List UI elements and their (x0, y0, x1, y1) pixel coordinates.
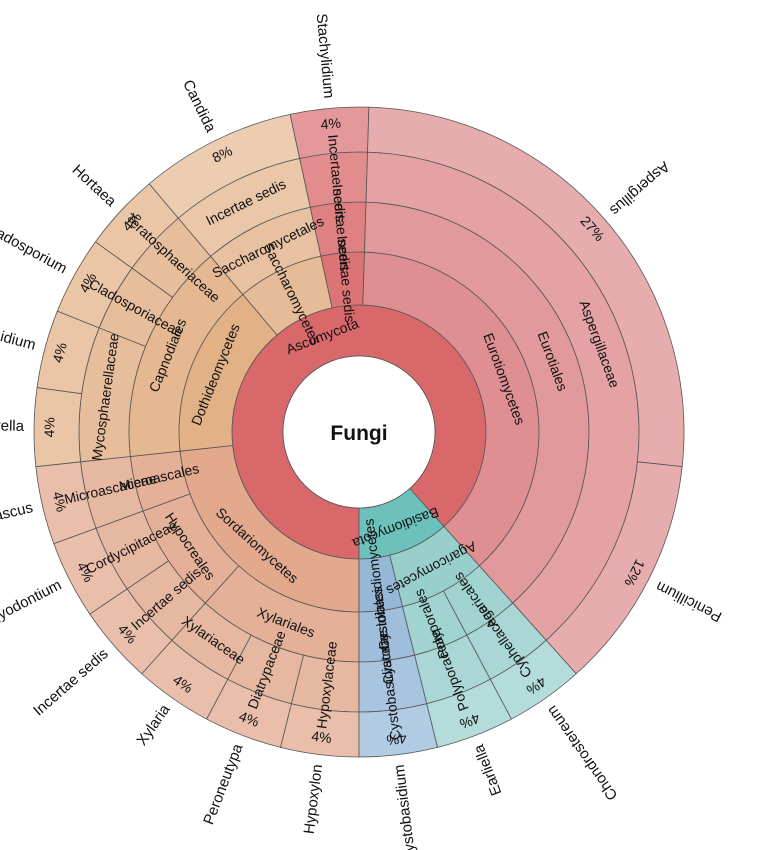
leaf-label-peroneutypa: Peroneutypa (200, 741, 247, 827)
wedge-label-incertae-sedis: Incertae sedis (334, 235, 358, 323)
leaf-label-xylaria: Xylaria (133, 701, 174, 749)
leaf-label-zasmidium: Zasmidium (0, 319, 38, 354)
leaf-label-microascus: Microascus (0, 499, 35, 533)
leaf-label-mycosphaerella: Mycosphaerella (0, 416, 25, 435)
wedge-label-incertae-sedis: Incertae sedis (330, 184, 354, 272)
chart-title: Fungi (330, 422, 387, 445)
leaf-label-stachylidium: Stachylidium (313, 13, 338, 99)
percent-label-mycosphaerella: 4% (41, 417, 57, 437)
wedge-label-incertae-sedis: Incertae sedis (325, 134, 349, 222)
percent-label-zasmidium: 4% (49, 341, 70, 365)
percent-label-hypoxylon: 4% (311, 728, 333, 746)
leaf-label-aspergillus: Aspergillus (606, 158, 672, 219)
leaf-label-candida: Candida (179, 77, 219, 135)
percent-label-microascus: 4% (50, 490, 70, 513)
leaf-label-parengyodontium: Parengyodontium (0, 577, 64, 646)
leaf-label-incertae-sedis: Incertae sedis (30, 645, 112, 719)
percent-label-earliella: 4% (458, 710, 483, 732)
leaf-label-earliella: Earliella (470, 741, 505, 798)
leaf-label-cladosporium: Cladosporium (0, 218, 70, 278)
wedge-fungi-basidiomycota-cystobasidiomycetes-cystobasidiales-cystobasidiaceae-cystobasidium[interactable] (358, 703, 439, 758)
leaf-label-chondrostereum: Chondrostereum (544, 702, 622, 803)
percent-label-stachylidium: 4% (320, 115, 342, 133)
wedge-layer (33, 106, 685, 758)
leaf-label-penicillium: Penicillium (653, 577, 725, 625)
leaf-label-hypoxylon: Hypoxylon (301, 763, 326, 835)
leaf-label-cystobasidium: Cystobasidium (391, 764, 420, 850)
percent-label-peroneutypa: 4% (237, 708, 262, 730)
percent-label-cystobasidium: 4% (386, 730, 408, 748)
leaf-label-hortaea: Hortaea (69, 161, 120, 210)
center-hole (282, 355, 436, 509)
